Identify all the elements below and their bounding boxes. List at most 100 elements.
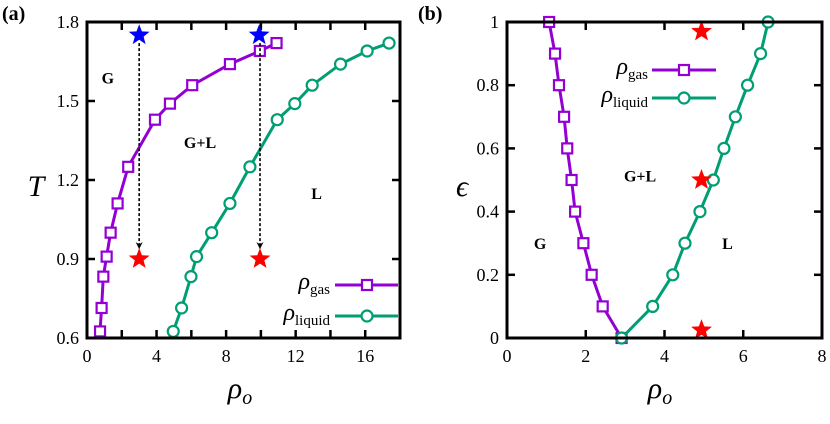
x-tick-label: 16 <box>356 346 374 366</box>
y-tick-label: 1 <box>490 12 499 32</box>
data-point-gas <box>122 160 135 173</box>
data-point-liquid <box>753 46 768 61</box>
blue-star-marker <box>248 24 270 45</box>
x-tick-label: 6 <box>739 346 748 366</box>
data-point-liquid <box>223 196 237 211</box>
x-tick-label: 4 <box>152 346 161 366</box>
data-point-gas <box>148 113 162 126</box>
data-point-liquid <box>189 250 204 264</box>
x-tick-label: 8 <box>222 346 231 366</box>
data-point-liquid <box>270 113 284 127</box>
y-tick-label: 0.6 <box>57 328 80 348</box>
data-point-gas <box>100 250 113 263</box>
data-point-liquid <box>205 226 219 240</box>
data-point-gas <box>93 325 107 338</box>
data-point-liquid <box>184 270 198 284</box>
data-point-liquid <box>678 236 692 250</box>
legend-subscript: gas <box>628 67 648 83</box>
red-star-marker <box>128 248 150 268</box>
y-tick-label: 0.2 <box>477 265 500 285</box>
data-point-gas <box>186 79 199 92</box>
data-point-gas <box>596 300 609 313</box>
legend-marker-circle <box>677 91 691 105</box>
x-tick-label: 0 <box>83 346 92 366</box>
data-point-gas <box>552 79 566 92</box>
data-point-gas <box>557 110 571 123</box>
legend-marker-circle <box>360 309 374 323</box>
x-tick-label: 4 <box>660 346 669 366</box>
data-point-gas <box>97 270 110 283</box>
blue-star-marker <box>128 24 150 45</box>
y-tick-label: 0 <box>490 328 499 348</box>
series-line-liquid <box>171 41 390 332</box>
legend-label-liquid: ρliquid <box>600 82 648 111</box>
legend-symbol: ρ <box>297 269 310 295</box>
legend-subscript: liquid <box>613 95 649 111</box>
data-point-liquid <box>305 78 319 92</box>
legend-label-liquid: ρliquid <box>282 300 330 329</box>
data-point-liquid <box>360 44 374 58</box>
y-tick-label: 1.5 <box>57 91 80 111</box>
y-tick-label: 1.8 <box>57 12 80 32</box>
data-point-liquid <box>666 268 680 282</box>
data-point-liquid <box>243 160 257 174</box>
x-axis-label: ρo <box>227 372 252 409</box>
data-point-gas <box>104 226 117 239</box>
plot-frame <box>505 20 824 340</box>
data-point-liquid <box>646 299 660 313</box>
data-point-gas <box>561 142 574 155</box>
region-label: G <box>102 70 115 87</box>
y-tick-label: 0.8 <box>477 75 500 95</box>
data-point-gas <box>548 47 562 60</box>
data-point-gas <box>577 237 590 250</box>
legend-subscript: liquid <box>295 313 331 329</box>
legend-marker-square <box>360 278 374 292</box>
x-axis-symbol: ρ <box>647 372 662 405</box>
panel-label: (a) <box>2 3 25 25</box>
panel-label: (b) <box>418 3 442 25</box>
data-point-gas <box>585 268 598 281</box>
legend-subscript: gas <box>310 282 330 298</box>
data-point-liquid <box>288 97 302 111</box>
y-tick-label: 0.9 <box>57 249 80 269</box>
legend-label-gas: ρgas <box>297 269 330 298</box>
x-axis-subscript: o <box>662 387 672 409</box>
legend-symbol: ρ <box>615 54 628 80</box>
legend-marker-square <box>677 63 691 77</box>
data-point-gas <box>270 36 283 50</box>
region-label: G+L <box>624 168 656 185</box>
legend-symbol: ρ <box>600 82 613 108</box>
region-label: G+L <box>184 135 216 152</box>
data-point-liquid <box>333 57 348 71</box>
data-point-gas <box>223 58 237 71</box>
y-tick-label: 0.4 <box>477 202 500 222</box>
plot-frame <box>85 20 402 340</box>
x-axis-subscript: o <box>242 387 252 409</box>
region-label: G <box>534 236 547 253</box>
data-point-liquid <box>728 110 742 124</box>
data-point-liquid <box>382 36 396 50</box>
region-label: L <box>722 236 733 253</box>
data-point-gas <box>163 97 177 110</box>
data-point-liquid <box>740 78 755 92</box>
legend-label-gas: ρgas <box>615 54 648 83</box>
legend-symbol: ρ <box>282 300 295 326</box>
y-axis-label: T <box>28 170 47 203</box>
region-label: L <box>311 186 322 203</box>
data-point-gas <box>95 301 108 315</box>
data-point-gas <box>565 173 578 187</box>
data-point-liquid <box>166 324 180 339</box>
x-tick-label: 0 <box>503 346 512 366</box>
data-point-liquid <box>174 301 189 315</box>
y-tick-label: 0.6 <box>477 138 500 158</box>
data-point-liquid <box>717 141 731 155</box>
data-point-liquid <box>706 173 720 187</box>
red-star-marker <box>691 20 712 41</box>
y-axis-label: ϵ <box>456 170 470 203</box>
data-point-gas <box>569 205 582 218</box>
series-line-gas <box>547 21 623 339</box>
x-tick-label: 2 <box>581 346 590 366</box>
